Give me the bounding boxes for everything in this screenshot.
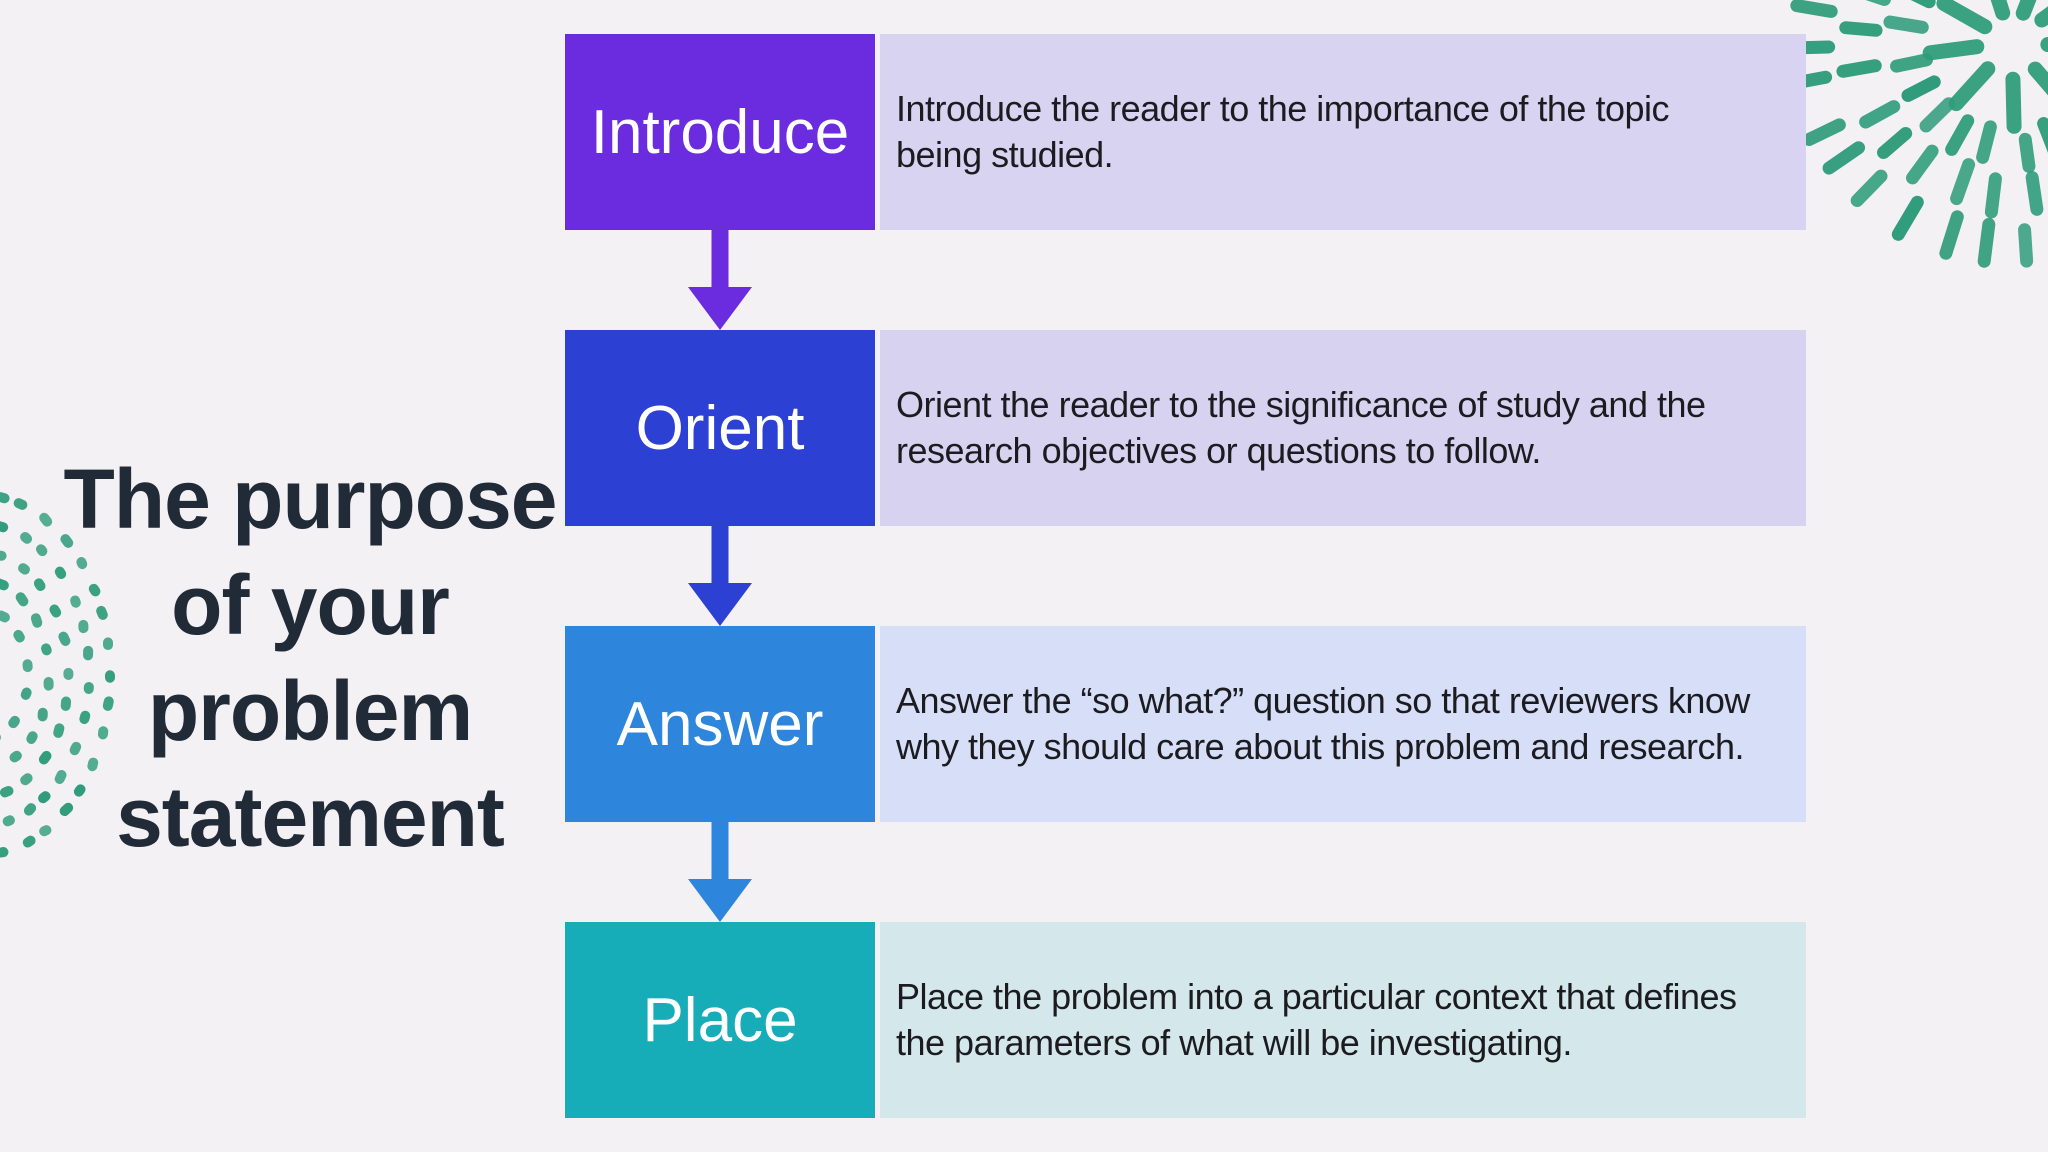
step-label-introduce: Introduce (590, 97, 850, 167)
step-label-place: Place (642, 985, 798, 1055)
flow-arrow-1 (688, 230, 752, 330)
step-description-introduce: Introduce the reader to the importance o… (896, 88, 1670, 175)
step-description-box-orient: Orient the reader to the significance of… (880, 330, 1806, 526)
step-box-answer: Answer (565, 626, 875, 822)
step-description-place: Place the problem into a particular cont… (896, 976, 1737, 1063)
step-label-orient: Orient (635, 393, 805, 463)
step-description-box-place: Place the problem into a particular cont… (880, 922, 1806, 1118)
step-box-place: Place (565, 922, 875, 1118)
flow-row-place: Place Place the problem into a particula… (0, 922, 2048, 1118)
flow-row-orient: Orient Orient the reader to the signific… (0, 330, 2048, 526)
step-description-answer: Answer the “so what?” question so that r… (896, 680, 1750, 767)
step-description-box-answer: Answer the “so what?” question so that r… (880, 626, 1806, 822)
flow-row-introduce: Introduce Introduce the reader to the im… (0, 34, 2048, 230)
step-box-orient: Orient (565, 330, 875, 526)
flow-row-answer: Answer Answer the “so what?” question so… (0, 626, 2048, 822)
page-title: The purpose of your problem statement (63, 452, 557, 864)
step-box-introduce: Introduce (565, 34, 875, 230)
flow-arrow-3 (688, 822, 752, 922)
step-label-answer: Answer (616, 689, 824, 759)
flow-arrow-2 (688, 526, 752, 626)
step-description-box-introduce: Introduce the reader to the importance o… (880, 34, 1806, 230)
step-description-orient: Orient the reader to the significance of… (896, 384, 1706, 471)
